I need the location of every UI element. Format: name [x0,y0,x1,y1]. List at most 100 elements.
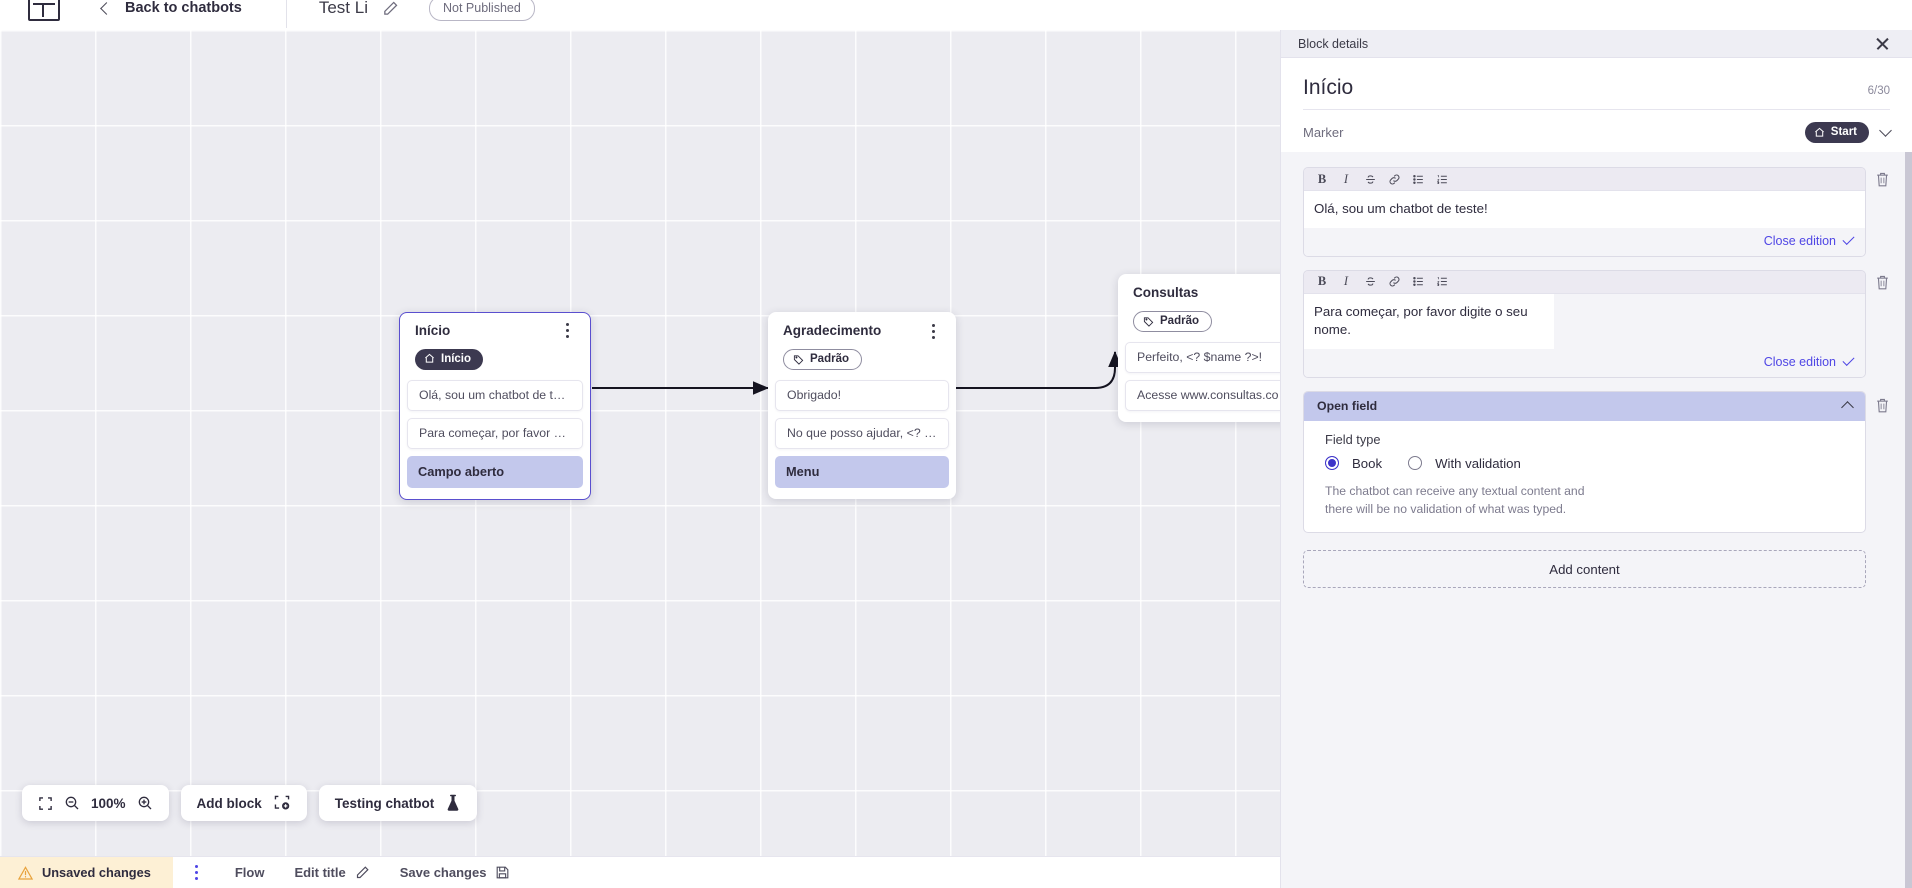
check-icon [1842,353,1855,366]
trash-icon[interactable] [1875,274,1890,291]
marker-control[interactable]: Start [1804,122,1892,143]
edit-title-button[interactable]: Edit title [294,865,369,880]
content-card: B I [1303,269,1890,378]
block-message-row[interactable]: Para começar, por favor digite o ... [407,417,583,449]
chevron-down-icon[interactable] [1879,124,1892,137]
rich-text-editor[interactable]: B I [1303,269,1866,378]
panel-content-scroll[interactable]: B I [1281,152,1912,888]
block-message-row[interactable]: Olá, sou um chatbot de teste! [407,379,583,411]
block-action-row[interactable]: Menu [775,456,949,488]
right-panel: General information Builder Channels Blo… [1280,0,1912,888]
block-message-row[interactable]: Perfeito, <? $name ?>! [1125,342,1303,373]
marker-row: Marker Start [1303,110,1892,157]
radio-with-validation[interactable] [1408,456,1423,471]
unsaved-changes-indicator: Unsaved changes [0,856,173,888]
add-block-icon [274,795,290,810]
block-rows: Olá, sou um chatbot de teste! Para começ… [400,379,590,499]
tag-icon [793,354,804,365]
warning-triangle-icon [18,865,33,880]
default-badge: Padrão [1133,311,1212,332]
marker-start-badge[interactable]: Start [1804,122,1869,143]
trash-icon[interactable] [1875,171,1890,188]
link-icon[interactable] [1382,271,1406,292]
bulleted-list-icon[interactable] [1406,271,1430,292]
publish-status-badge: Not Published [428,0,535,21]
block-menu-icon[interactable] [925,322,941,340]
flow-block-consultas[interactable]: Consultas Padrão Perfeito, <? $name ?>! … [1118,274,1310,422]
field-type-label: Field type [1325,431,1381,447]
numbered-list-icon[interactable] [1430,169,1454,190]
save-changes-button[interactable]: Save changes [400,865,511,880]
bulleted-list-icon[interactable] [1406,169,1430,190]
pencil-icon[interactable] [382,0,399,17]
flow-block-inicio[interactable]: Início Início Olá, sou um chatbot de tes… [399,312,591,500]
add-block-button[interactable]: Add block [180,785,307,821]
strikethrough-icon[interactable] [1358,271,1382,292]
bold-icon[interactable]: B [1317,171,1327,186]
block-title: Agradecimento [783,323,882,338]
zoom-out-icon[interactable] [64,795,80,811]
radio-book[interactable] [1325,456,1339,471]
block-header: Início [400,323,590,340]
testing-chatbot-button[interactable]: Testing chatbot [318,785,478,821]
fit-screen-icon[interactable] [38,796,53,811]
block-rows: Obrigado! No que posso ajudar, <? $name … [768,380,956,499]
editor-text[interactable]: Olá, sou um chatbot de teste! [1304,191,1865,228]
block-title-row: Início 6/30 [1303,58,1890,110]
home-icon [1814,127,1824,137]
strikethrough-icon[interactable] [1358,169,1382,190]
block-action-row[interactable]: Campo aberto [407,455,583,488]
rich-text-editor[interactable]: B I [1303,167,1866,257]
more-vertical-icon[interactable] [189,863,205,881]
block-rows: Perfeito, <? $name ?>! Acesse www.consul… [1118,342,1310,422]
save-changes-label: Save changes [399,865,487,880]
editor-footer: Close edition [1304,227,1865,256]
editor-text[interactable]: Para começar, por favor digite o seu nom… [1304,293,1554,349]
add-content-button[interactable]: Add content [1303,550,1866,589]
trash-icon[interactable] [1875,397,1890,414]
unsaved-changes-label: Unsaved changes [42,865,151,880]
open-field-card: Open field Field type Book With validati… [1303,390,1890,534]
flow-block-agradecimento[interactable]: Agradecimento Padrão Obrigado! No que po… [768,312,956,499]
chevron-up-icon[interactable] [1841,400,1854,414]
block-message-row[interactable]: Obrigado! [775,380,949,411]
testing-chatbot-label: Testing chatbot [334,795,435,811]
back-to-chatbots-link[interactable]: Back to chatbots [125,0,242,16]
block-menu-icon[interactable] [559,322,575,340]
app-logo[interactable] [28,0,60,21]
editor-toolbar: B I [1304,168,1865,191]
numbered-list-icon[interactable] [1430,271,1454,292]
open-field-panel[interactable]: Open field Field type Book With validati… [1303,390,1866,534]
check-icon [1842,232,1855,245]
close-edition-button[interactable]: Close edition [1763,233,1836,248]
open-field-header[interactable]: Open field [1304,391,1865,421]
field-type-radio-group: Book With validation [1325,456,1852,471]
flow-button[interactable]: Flow [235,865,265,880]
chevron-left-icon[interactable] [100,1,113,15]
close-edition-button[interactable]: Close edition [1763,354,1836,369]
zoom-controls[interactable]: 100% [22,785,169,821]
block-message-row[interactable]: No que posso ajudar, <? $name ... [775,418,949,449]
home-icon [425,353,434,363]
link-icon[interactable] [1382,169,1406,190]
default-badge-label: Padrão [810,353,849,365]
italic-icon[interactable]: I [1343,274,1349,289]
bold-icon[interactable]: B [1317,274,1327,289]
block-badge-area: Padrão [1118,302,1310,342]
panel-scrollbar[interactable] [1905,152,1912,888]
header-divider [285,0,287,28]
close-icon[interactable] [1875,36,1890,51]
marker-value: Start [1830,126,1857,138]
block-title: Início [415,322,451,338]
italic-icon[interactable]: I [1343,171,1349,186]
zoom-in-icon[interactable] [137,795,153,811]
add-block-label: Add block [196,795,262,811]
pencil-icon [356,866,369,879]
block-details-subheader: Block details [1281,30,1912,58]
default-badge-label: Padrão [1160,315,1199,327]
block-details-label: Block details [1298,36,1369,51]
block-message-row[interactable]: Acesse www.consultas.com par... [1125,380,1303,411]
start-badge: Início [415,348,484,370]
zoom-level: 100% [91,795,126,811]
flow-label: Flow [234,865,265,880]
